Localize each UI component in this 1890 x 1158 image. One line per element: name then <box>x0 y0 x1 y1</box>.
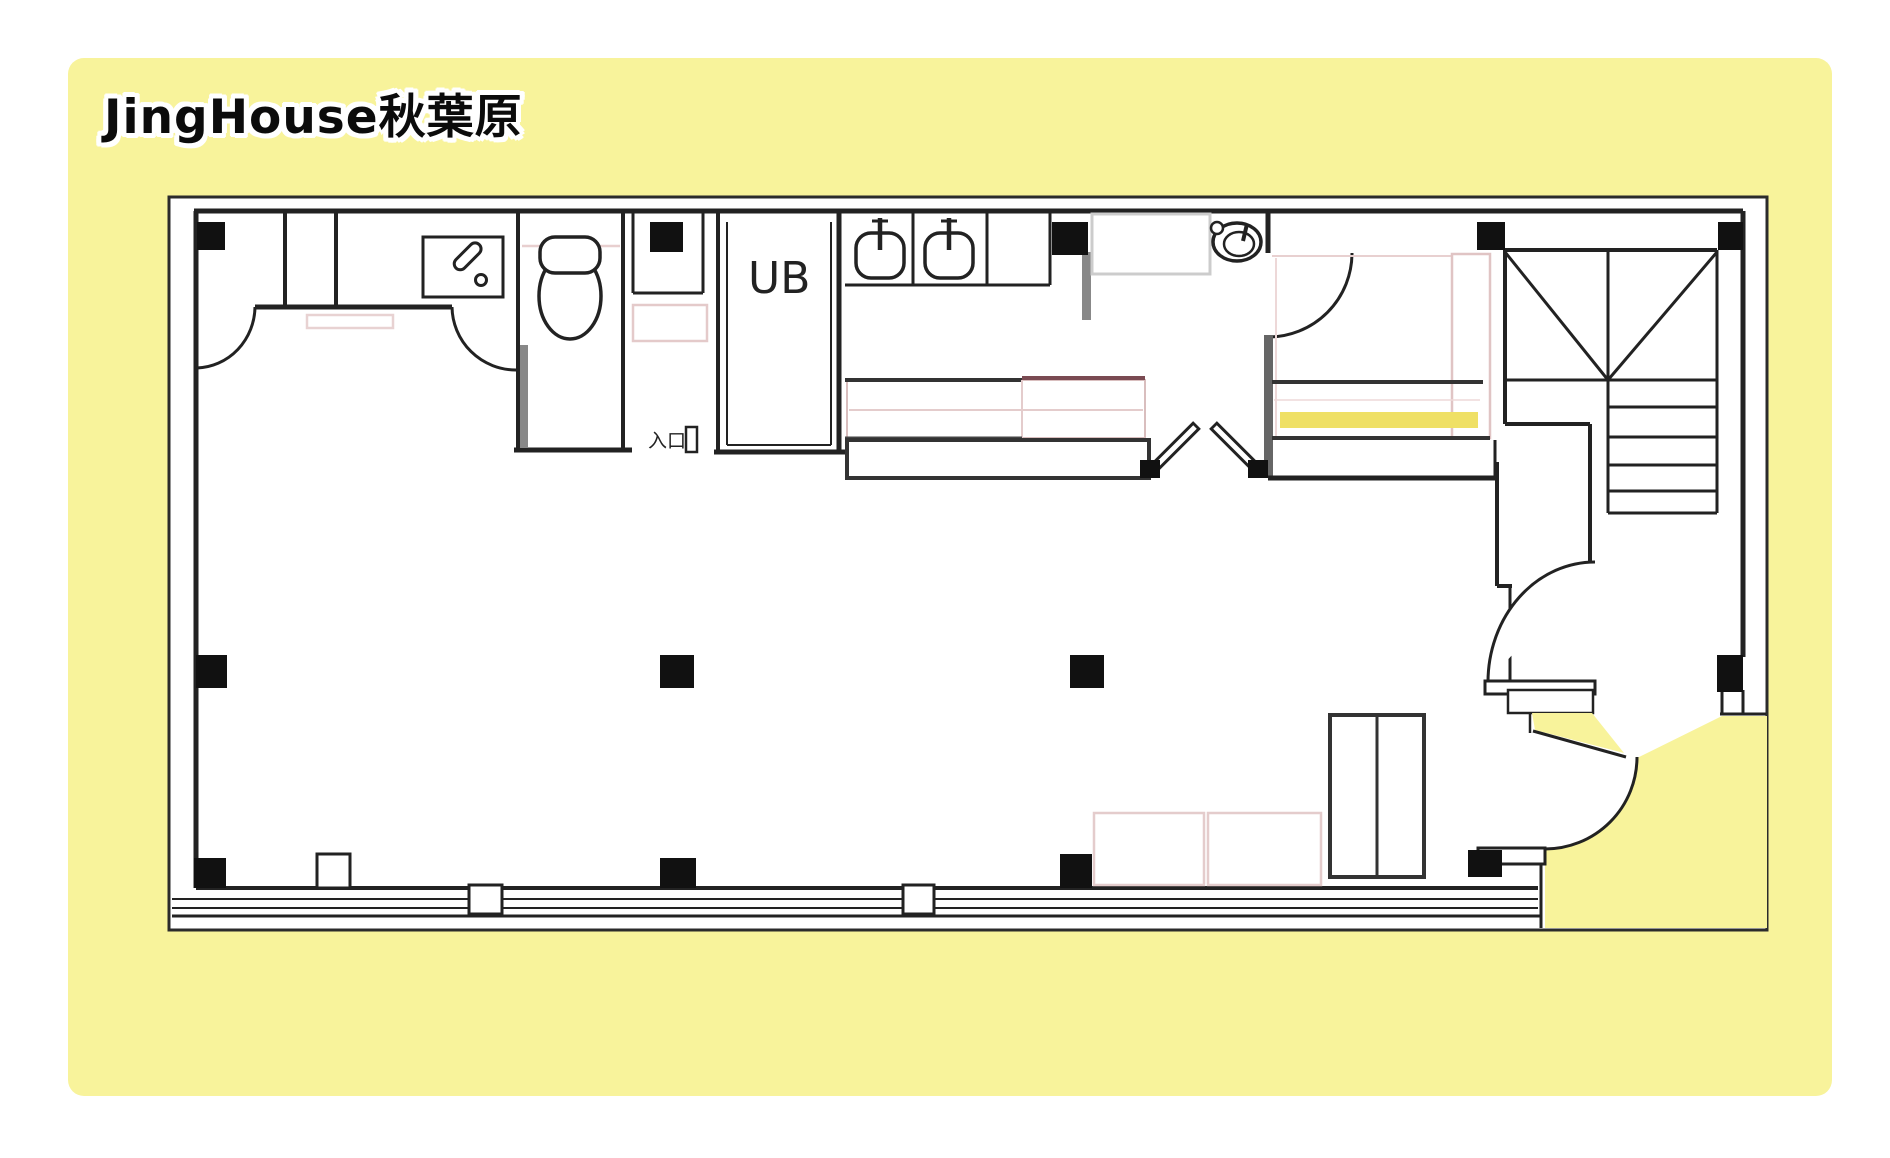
entry-step <box>684 425 699 454</box>
label-unit-bath: UB <box>748 253 810 304</box>
label-entrance: 入口 <box>648 430 686 452</box>
plan-title: JingHouse秋葉原 <box>104 90 523 145</box>
bedroom2-counter <box>1272 252 1492 440</box>
swing-doors <box>1140 421 1268 478</box>
perimeter-walls <box>193 208 1766 888</box>
stairs-icon <box>1503 248 1719 515</box>
yellow-strip <box>1280 412 1478 428</box>
outside-recess <box>1545 716 1767 928</box>
corridor-door <box>1265 211 1354 339</box>
window-band <box>172 852 1543 928</box>
door-arc-right <box>450 306 517 372</box>
window-mullions <box>315 852 936 916</box>
closet-mid <box>631 211 705 295</box>
kitchen-sink-icon-1 <box>854 218 906 280</box>
kitchen-sink-icon-2 <box>923 218 975 280</box>
kitchen-counter <box>845 211 1052 287</box>
unit-bath-room <box>714 211 845 455</box>
gray-counter <box>1090 212 1212 276</box>
toilet-icon <box>537 235 603 341</box>
door-arc-left <box>196 306 257 370</box>
entrance-yellow-wedge <box>1532 713 1624 753</box>
cabinet <box>1328 713 1426 879</box>
wall-stub-gray-1 <box>1082 252 1091 320</box>
columns <box>194 222 1743 888</box>
vanity-basin-icon <box>421 235 505 299</box>
building-outline <box>167 195 1769 932</box>
bedroom1-counter-lower <box>845 438 1157 480</box>
shelf-pink <box>305 313 395 330</box>
toilet-room <box>514 211 632 453</box>
wall-stub-gray-2 <box>1264 335 1273 478</box>
closet-mid-pink <box>631 303 709 343</box>
toilet-room-gray-stub <box>520 345 528 448</box>
bedroom1-counter-upper <box>845 376 1146 440</box>
round-basin-icon <box>1209 220 1263 263</box>
closet-top-left <box>255 211 452 310</box>
sofa-pink-boxes <box>1092 811 1323 887</box>
